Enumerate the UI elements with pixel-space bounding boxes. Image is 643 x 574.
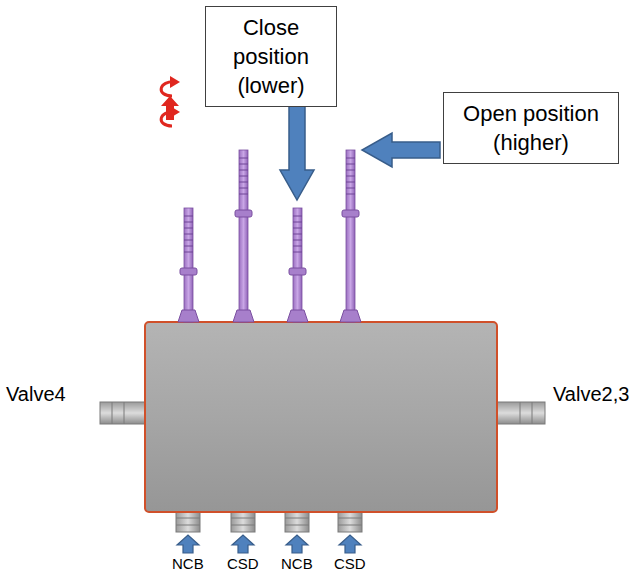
box-text: Open position (higher) <box>456 99 606 157</box>
label-box: Open position (higher) <box>443 92 619 164</box>
rotation-arrowhead <box>161 76 180 120</box>
bottom-port <box>176 510 362 532</box>
manifold-body <box>145 322 497 512</box>
port-label: Valve2,3 <box>553 382 629 406</box>
inlet-label: NCB <box>281 555 313 573</box>
open-arrow <box>362 133 440 167</box>
box-text: Close position (lower) <box>218 13 324 100</box>
inlet-label: CSD <box>227 555 259 573</box>
inlet-label: NCB <box>172 555 204 573</box>
inlet-label: CSD <box>334 555 366 573</box>
inlet-arrow <box>177 535 361 553</box>
valve-stem <box>178 150 361 322</box>
label-box: Close position (lower) <box>205 6 337 107</box>
port-label: Valve4 <box>6 382 66 406</box>
